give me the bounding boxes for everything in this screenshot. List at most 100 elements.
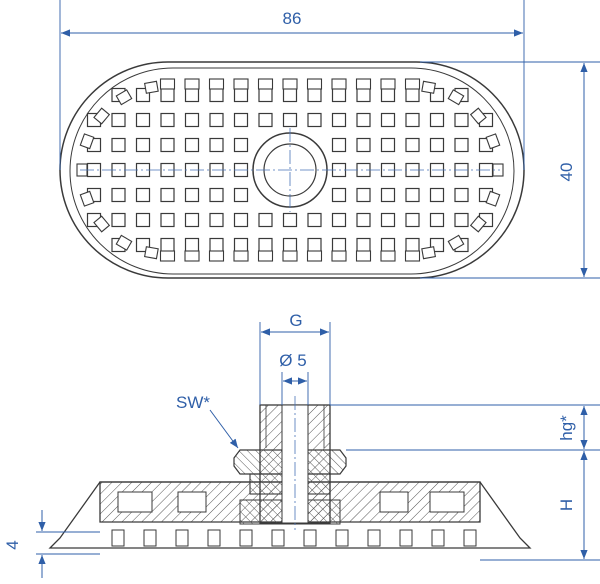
support-cell xyxy=(258,112,273,128)
suction-cup-inner-outline xyxy=(69,67,515,275)
edge-cell xyxy=(306,78,323,90)
support-cell xyxy=(380,187,396,203)
support-cell xyxy=(160,137,175,153)
support-cell xyxy=(160,212,175,228)
lip-height-label: 4 xyxy=(3,540,22,549)
support-cell xyxy=(454,212,469,228)
support-cell xyxy=(405,112,420,128)
support-cell xyxy=(209,137,224,153)
support-cell xyxy=(111,112,126,128)
support-cell xyxy=(356,187,371,203)
edge-cell xyxy=(184,250,200,262)
support-cell xyxy=(331,87,347,103)
support-cell xyxy=(135,112,151,128)
support-cell xyxy=(380,87,396,103)
lip-slot xyxy=(335,529,349,547)
top-view: 86 40 xyxy=(59,0,600,279)
support-cell xyxy=(380,237,396,253)
support-cell xyxy=(282,112,298,128)
support-cell xyxy=(307,112,322,128)
lip-slot xyxy=(367,529,381,547)
support-cell xyxy=(135,137,151,153)
support-cell xyxy=(356,137,371,153)
thread-depth-label: hg* xyxy=(557,415,576,441)
support-cell xyxy=(356,87,371,103)
edge-cell xyxy=(93,215,111,233)
support-cell xyxy=(184,237,200,253)
edge-cell xyxy=(469,215,487,233)
support-cell xyxy=(405,137,420,153)
edge-cell xyxy=(380,78,396,90)
support-cell xyxy=(429,137,445,153)
support-cell xyxy=(331,212,347,228)
cavity-left xyxy=(117,491,153,513)
support-cell xyxy=(258,237,273,253)
support-cell xyxy=(111,212,126,228)
support-cell xyxy=(184,212,200,228)
edge-cell xyxy=(421,246,437,260)
edge-cell xyxy=(306,250,323,262)
support-cell xyxy=(380,212,396,228)
edge-cell xyxy=(282,250,298,262)
support-cell xyxy=(282,212,298,228)
side-view: G Ø 5 SW* hg* H 4 xyxy=(3,311,600,578)
edge-cell xyxy=(282,78,298,90)
support-cell xyxy=(160,112,175,128)
support-cell xyxy=(209,187,224,203)
edge-cell xyxy=(469,107,487,125)
cavity-right xyxy=(379,491,409,513)
support-cell xyxy=(111,137,126,153)
edge-cell xyxy=(355,250,372,262)
support-cell xyxy=(184,87,200,103)
support-cell xyxy=(233,137,249,153)
lip-slot xyxy=(175,529,189,547)
support-cell xyxy=(209,237,224,253)
support-cell xyxy=(258,212,273,228)
support-cell xyxy=(135,187,151,203)
support-cell xyxy=(209,212,224,228)
support-cell xyxy=(405,212,420,228)
support-cell xyxy=(356,112,371,128)
width-dimension-label: 86 xyxy=(283,9,302,28)
overall-height-label: H xyxy=(557,499,576,511)
support-cell xyxy=(331,237,347,253)
edge-cell xyxy=(355,78,372,90)
edge-cell xyxy=(233,78,249,90)
support-cell xyxy=(356,212,371,228)
edge-cell xyxy=(93,107,111,125)
lip-slot xyxy=(463,529,477,547)
support-cell xyxy=(307,212,322,228)
support-cell xyxy=(233,112,249,128)
support-cell xyxy=(160,237,175,253)
edge-cell xyxy=(159,250,176,262)
support-cell xyxy=(282,237,298,253)
cavity-left-2 xyxy=(177,491,207,513)
support-cell xyxy=(233,212,249,228)
support-cell xyxy=(258,87,273,103)
support-cell xyxy=(233,87,249,103)
support-cell xyxy=(405,87,420,103)
lip-slot xyxy=(303,529,317,547)
support-cell xyxy=(429,112,445,128)
edge-cell xyxy=(447,234,465,251)
edge-cell xyxy=(143,80,159,94)
edge-cell xyxy=(79,133,95,150)
edge-cell xyxy=(115,234,133,251)
edge-cell xyxy=(404,250,421,262)
edge-cell xyxy=(447,89,465,106)
edge-cell xyxy=(143,246,159,260)
support-cell xyxy=(380,112,396,128)
support-cell xyxy=(454,112,469,128)
support-cell xyxy=(111,187,126,203)
bore-diameter-label: Ø 5 xyxy=(279,351,306,370)
edge-cell xyxy=(208,78,225,90)
lip-slots xyxy=(111,529,477,547)
thread-size-label: G xyxy=(289,311,302,330)
lip-slot xyxy=(271,529,285,547)
edge-cell xyxy=(421,80,437,94)
support-cell xyxy=(454,187,469,203)
support-cell xyxy=(380,137,396,153)
support-cell xyxy=(184,137,200,153)
edge-cell xyxy=(233,250,249,262)
